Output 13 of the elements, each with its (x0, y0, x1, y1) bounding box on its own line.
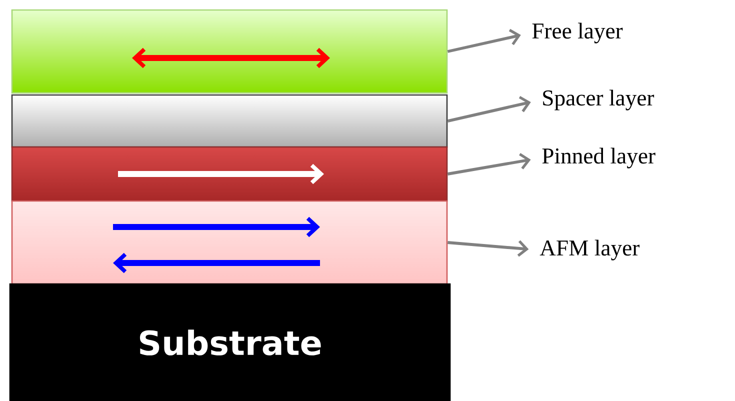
leader-arrow (447, 152, 531, 176)
leader-arrow (447, 96, 531, 122)
layer-box (11, 94, 448, 148)
leader-arrow (448, 240, 529, 257)
layer-box (11, 200, 448, 285)
substrate-layer: Substrate (9, 283, 451, 401)
layer-label: Spacer layer (543, 90, 654, 110)
layer-box (11, 146, 448, 202)
leader-arrow (447, 28, 521, 53)
layer-box (11, 9, 448, 94)
layer-label: Pinned layer (542, 148, 656, 168)
layer-label: AFM layer (540, 240, 640, 260)
layer-label: Free layer (532, 22, 623, 44)
